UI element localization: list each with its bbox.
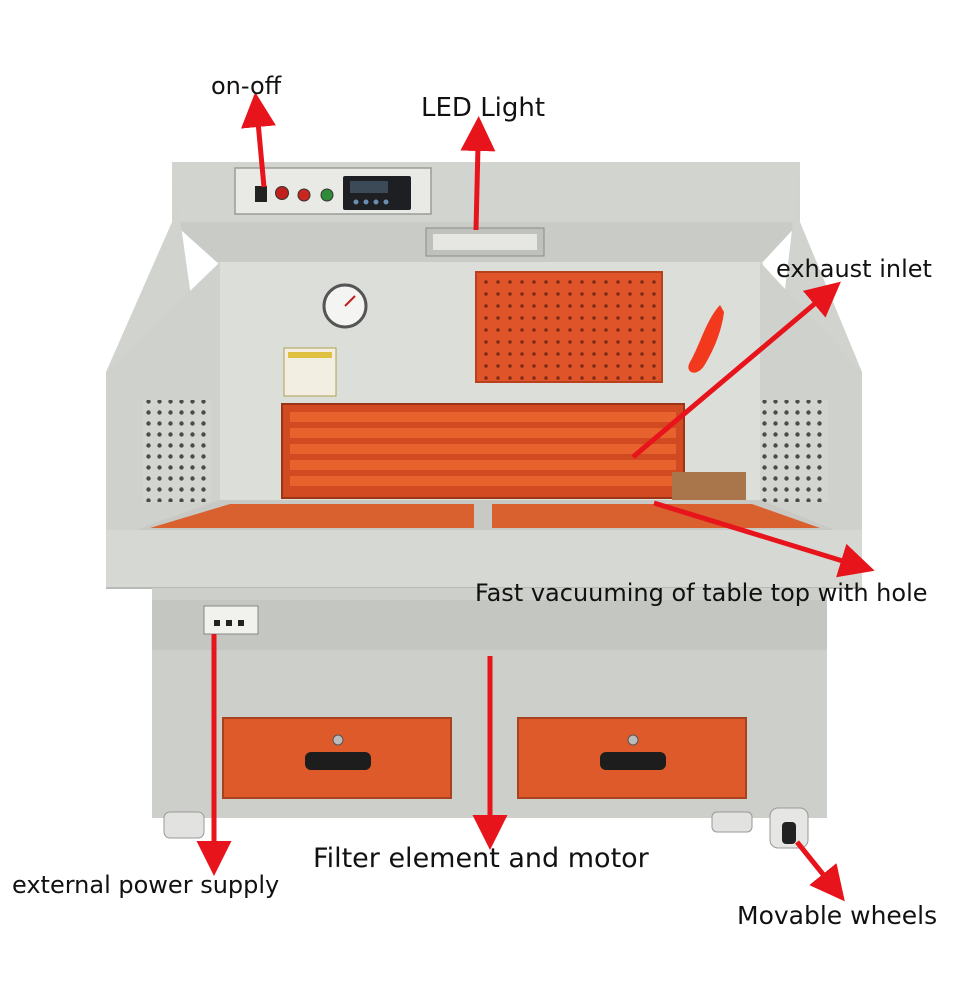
pressure-gauge: [322, 283, 368, 329]
arrow-exhaust-inlet: [631, 281, 841, 459]
pegboard: [475, 271, 663, 383]
label-led-light: LED Light: [421, 93, 546, 123]
arrow-on-off: [241, 92, 276, 188]
annotation-arrows: [196, 92, 875, 902]
table-top-left: [150, 504, 474, 528]
label-power-supply: external power supply: [12, 871, 280, 899]
wheels: [163, 807, 809, 849]
label-on-off: on-off: [211, 72, 282, 100]
red-indicator-light: [275, 186, 289, 200]
control-panel: [234, 167, 432, 215]
right-drawer: [517, 717, 747, 799]
arrow-table-top: [653, 500, 875, 578]
exhaust-louvre: [281, 403, 685, 499]
arrow-led-light: [460, 116, 496, 231]
table-top-right: [492, 504, 820, 528]
label-table-top: Fast vacuuming of table top with hole: [475, 579, 928, 607]
on-off-switch: [255, 186, 267, 202]
cardboard-box: [672, 472, 746, 502]
left-drawer: [222, 717, 452, 799]
green-button: [320, 188, 334, 202]
left-side-vent: [143, 400, 211, 502]
upper-cabinet: [106, 162, 862, 589]
label-exhaust-inlet: exhaust inlet: [776, 255, 932, 283]
arrow-wheels: [795, 840, 845, 902]
right-side-vent: [760, 400, 828, 502]
air-gun-tool: [688, 305, 724, 373]
label-movable-wheels: Movable wheels: [737, 901, 938, 930]
red-button: [297, 188, 311, 202]
label-filter-motor: Filter element and motor: [313, 843, 649, 874]
